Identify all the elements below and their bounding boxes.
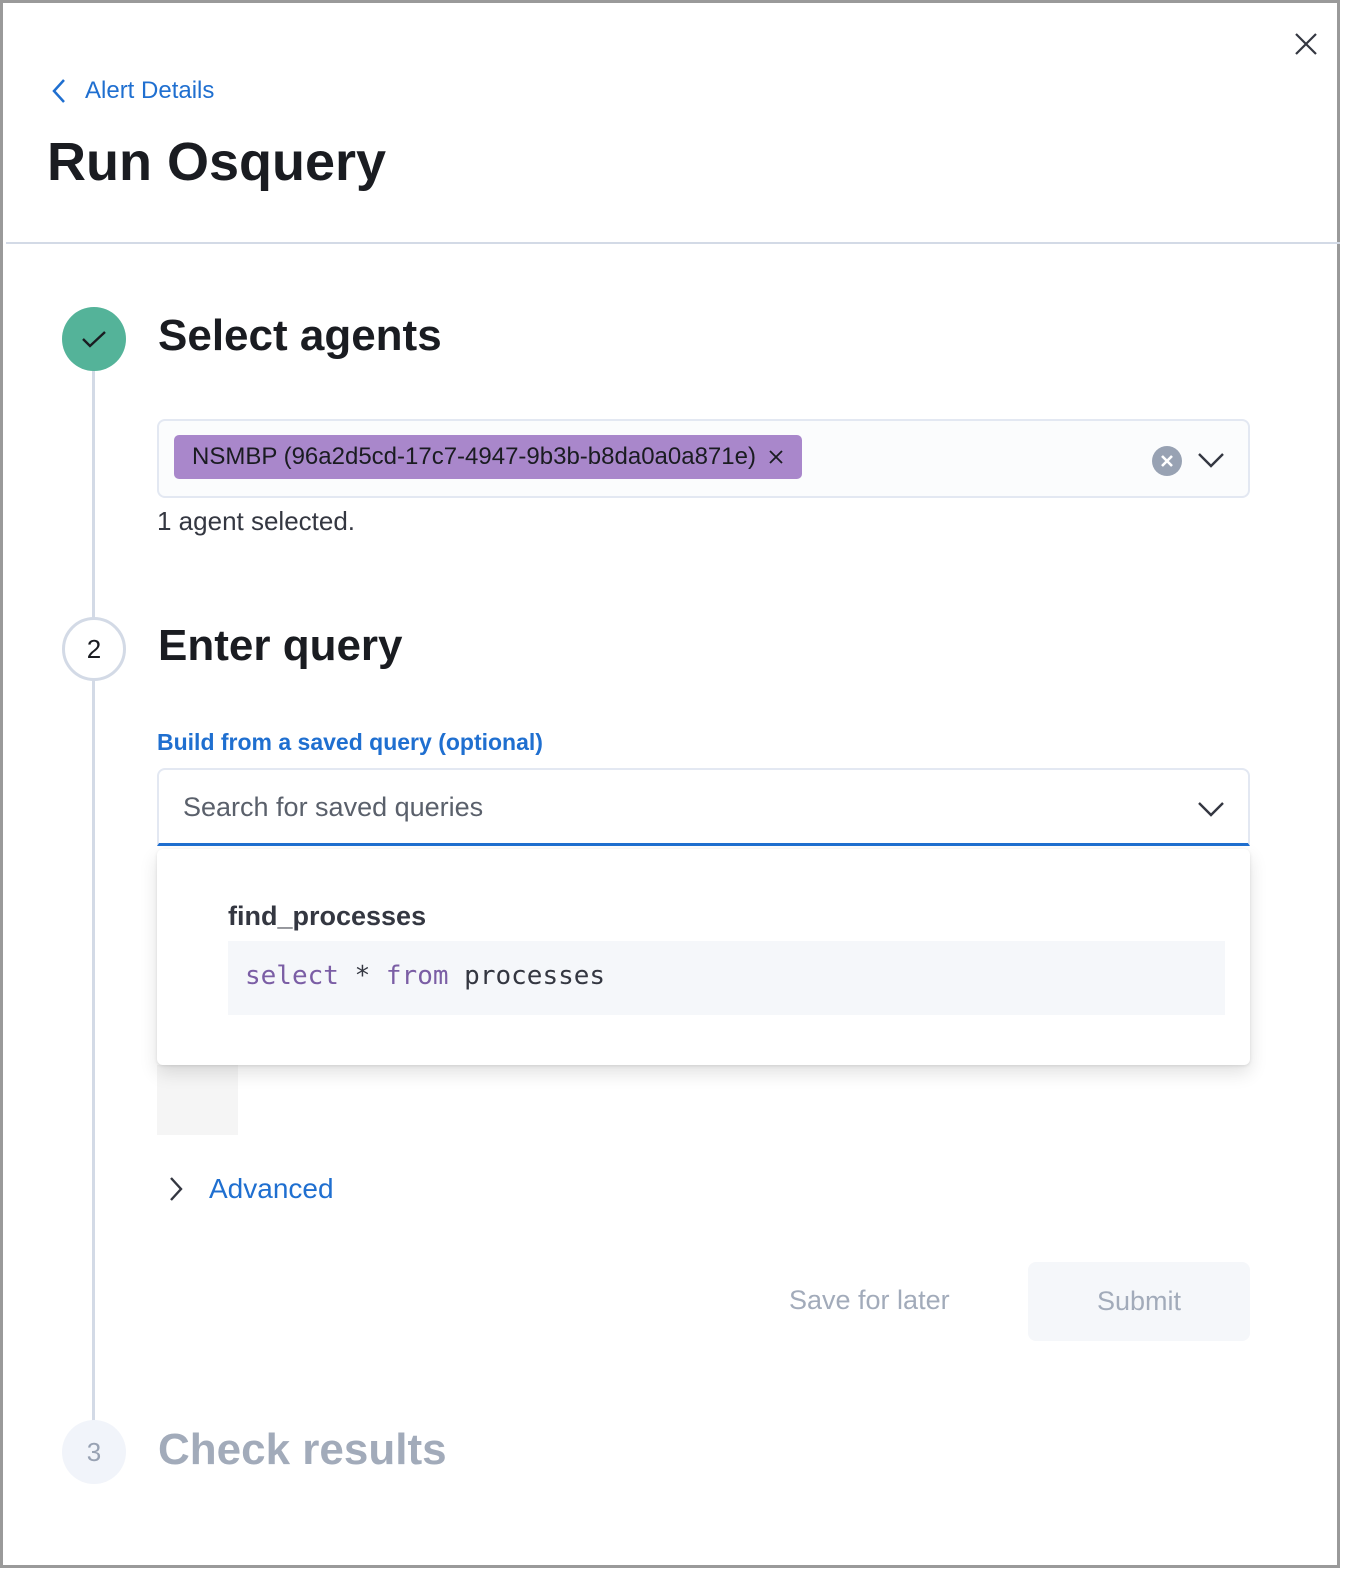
agent-pill-label: NSMBP (96a2d5cd-17c7-4947-9b3b-b8da0a0a8… xyxy=(192,443,756,470)
advanced-label: Advanced xyxy=(209,1173,334,1204)
steps-connector xyxy=(92,368,95,1423)
sql-table: processes xyxy=(464,961,606,991)
step-3-number: 3 xyxy=(86,1436,102,1467)
step-2-current: 2 xyxy=(62,617,126,681)
flyout: Alert Details Run Osquery Select agents … xyxy=(0,0,1340,1568)
step-3-disabled: 3 xyxy=(62,1420,126,1484)
sql-keyword: select xyxy=(245,961,339,991)
check-icon xyxy=(82,331,106,348)
remove-pill-icon[interactable] xyxy=(768,449,784,465)
back-link[interactable]: Alert Details xyxy=(51,77,214,105)
step-3-title: Check results xyxy=(158,1425,447,1474)
saved-query-search[interactable]: Search for saved queries xyxy=(157,768,1250,846)
chevron-right-icon xyxy=(170,1177,183,1201)
save-for-later-button[interactable]: Save for later xyxy=(789,1285,950,1315)
back-link-label: Alert Details xyxy=(85,77,215,104)
advanced-toggle[interactable]: Advanced xyxy=(169,1173,334,1205)
divider xyxy=(6,242,1340,244)
close-icon[interactable] xyxy=(1293,31,1319,57)
option-sql: select * from processes xyxy=(228,941,1225,1015)
agent-pill: NSMBP (96a2d5cd-17c7-4947-9b3b-b8da0a0a8… xyxy=(174,435,802,479)
option-title: find_processes xyxy=(228,901,427,931)
saved-query-label: Build from a saved query (optional) xyxy=(157,729,543,755)
submit-label: Submit xyxy=(1096,1286,1182,1316)
step-2-title: Enter query xyxy=(158,621,403,670)
submit-button[interactable]: Submit xyxy=(1028,1262,1250,1341)
clear-icon[interactable] xyxy=(1151,445,1183,477)
agents-help-text: 1 agent selected. xyxy=(157,506,356,536)
step-1-complete xyxy=(62,307,126,371)
step-1-title: Select agents xyxy=(158,311,442,360)
page-title: Run Osquery xyxy=(47,132,387,192)
saved-query-dropdown: find_processes select * from processes xyxy=(157,849,1250,1065)
sql-star: * xyxy=(354,961,371,991)
agents-combobox[interactable]: NSMBP (96a2d5cd-17c7-4947-9b3b-b8da0a0a8… xyxy=(157,419,1250,498)
chevron-left-icon xyxy=(52,79,65,103)
chevron-down-icon[interactable] xyxy=(1197,800,1225,818)
sql-keyword: from xyxy=(385,961,449,991)
saved-query-placeholder: Search for saved queries xyxy=(183,792,484,822)
step-2-number: 2 xyxy=(86,633,102,664)
query-editor-background xyxy=(157,1065,238,1135)
chevron-down-icon[interactable] xyxy=(1197,451,1225,469)
